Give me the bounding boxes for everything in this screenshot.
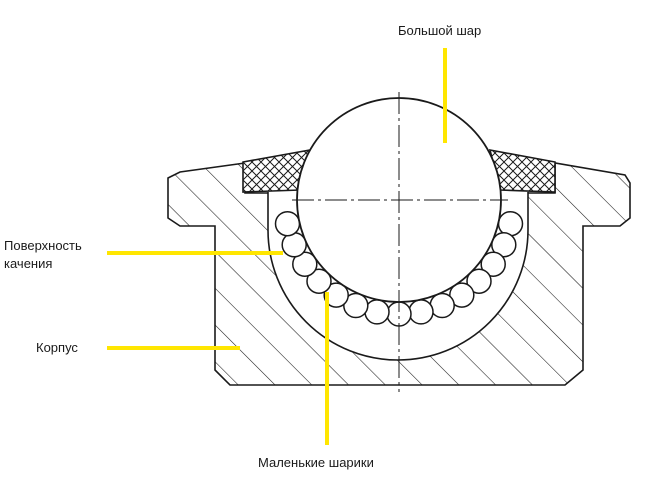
small-ball xyxy=(292,251,318,277)
label-housing: Корпус xyxy=(36,340,78,355)
seal-left xyxy=(242,148,312,193)
label-rolling-surface-line2: качения xyxy=(4,256,53,271)
small-ball xyxy=(323,282,349,308)
label-small-balls: Маленькие шарики xyxy=(258,455,374,470)
small-ball xyxy=(449,282,475,308)
leader-lines xyxy=(107,48,447,445)
seal-right xyxy=(488,148,556,193)
small-ball xyxy=(306,268,332,294)
small-ball xyxy=(343,292,369,319)
small-ball xyxy=(491,232,517,258)
label-big-ball: Большой шар xyxy=(398,23,482,38)
small-ball xyxy=(497,210,524,237)
label-rolling-surface-line1: Поверхность xyxy=(4,238,82,253)
small-ball xyxy=(466,268,492,294)
small-ball xyxy=(274,210,301,237)
small-ball xyxy=(408,299,434,325)
small-ball xyxy=(429,292,455,319)
small-ball xyxy=(281,232,307,258)
small-ball xyxy=(364,299,390,325)
small-ball xyxy=(480,251,506,277)
centerlines xyxy=(292,92,508,392)
